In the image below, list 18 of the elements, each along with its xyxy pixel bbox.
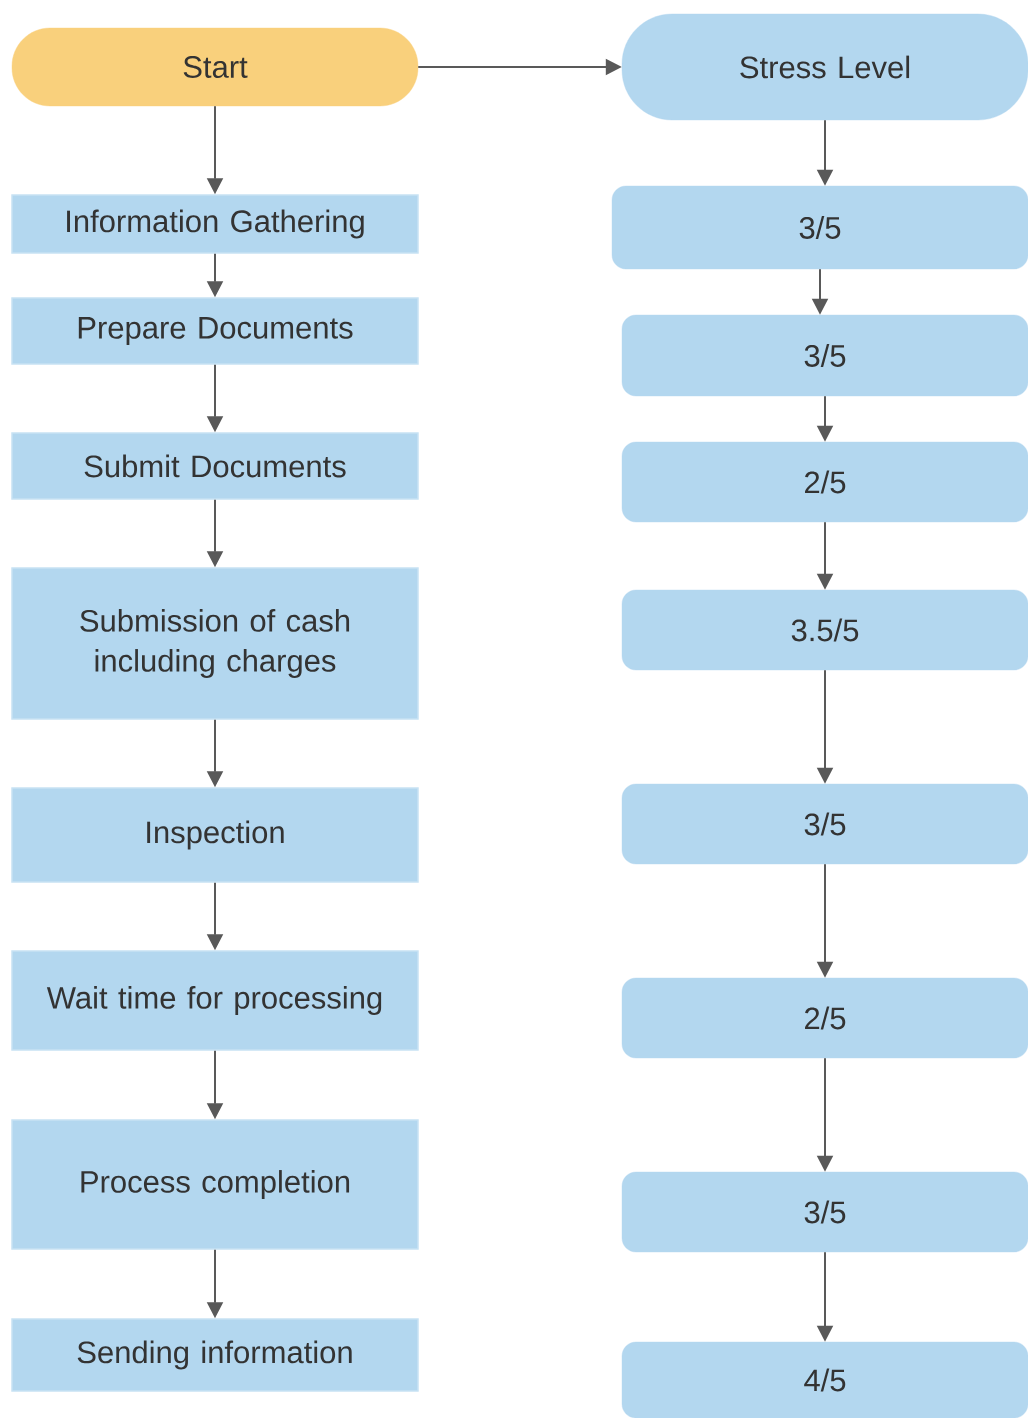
- process-box: Prepare Documents: [11, 297, 419, 365]
- start-terminal: Start: [11, 27, 419, 107]
- rating-box: 3.5/5: [621, 589, 1028, 671]
- terminal-pill: Stress Level: [621, 13, 1028, 121]
- process-box: Sending information: [11, 1318, 419, 1392]
- rating-box: 3/5: [621, 314, 1028, 397]
- process-box: Inspection: [11, 787, 419, 883]
- process-box: Wait time for processing: [11, 950, 419, 1051]
- rating-box: 3/5: [611, 185, 1028, 270]
- rating-box: 2/5: [621, 977, 1028, 1059]
- process-box: Submission of cash including charges: [11, 567, 419, 720]
- rating-box: 2/5: [621, 441, 1028, 523]
- rating-box: 3/5: [621, 783, 1028, 865]
- process-box: Process completion: [11, 1119, 419, 1250]
- rating-box: 3/5: [621, 1171, 1028, 1253]
- rating-box: 4/5: [621, 1341, 1028, 1418]
- process-box: Submit Documents: [11, 432, 419, 500]
- process-box: Information Gathering: [11, 194, 419, 254]
